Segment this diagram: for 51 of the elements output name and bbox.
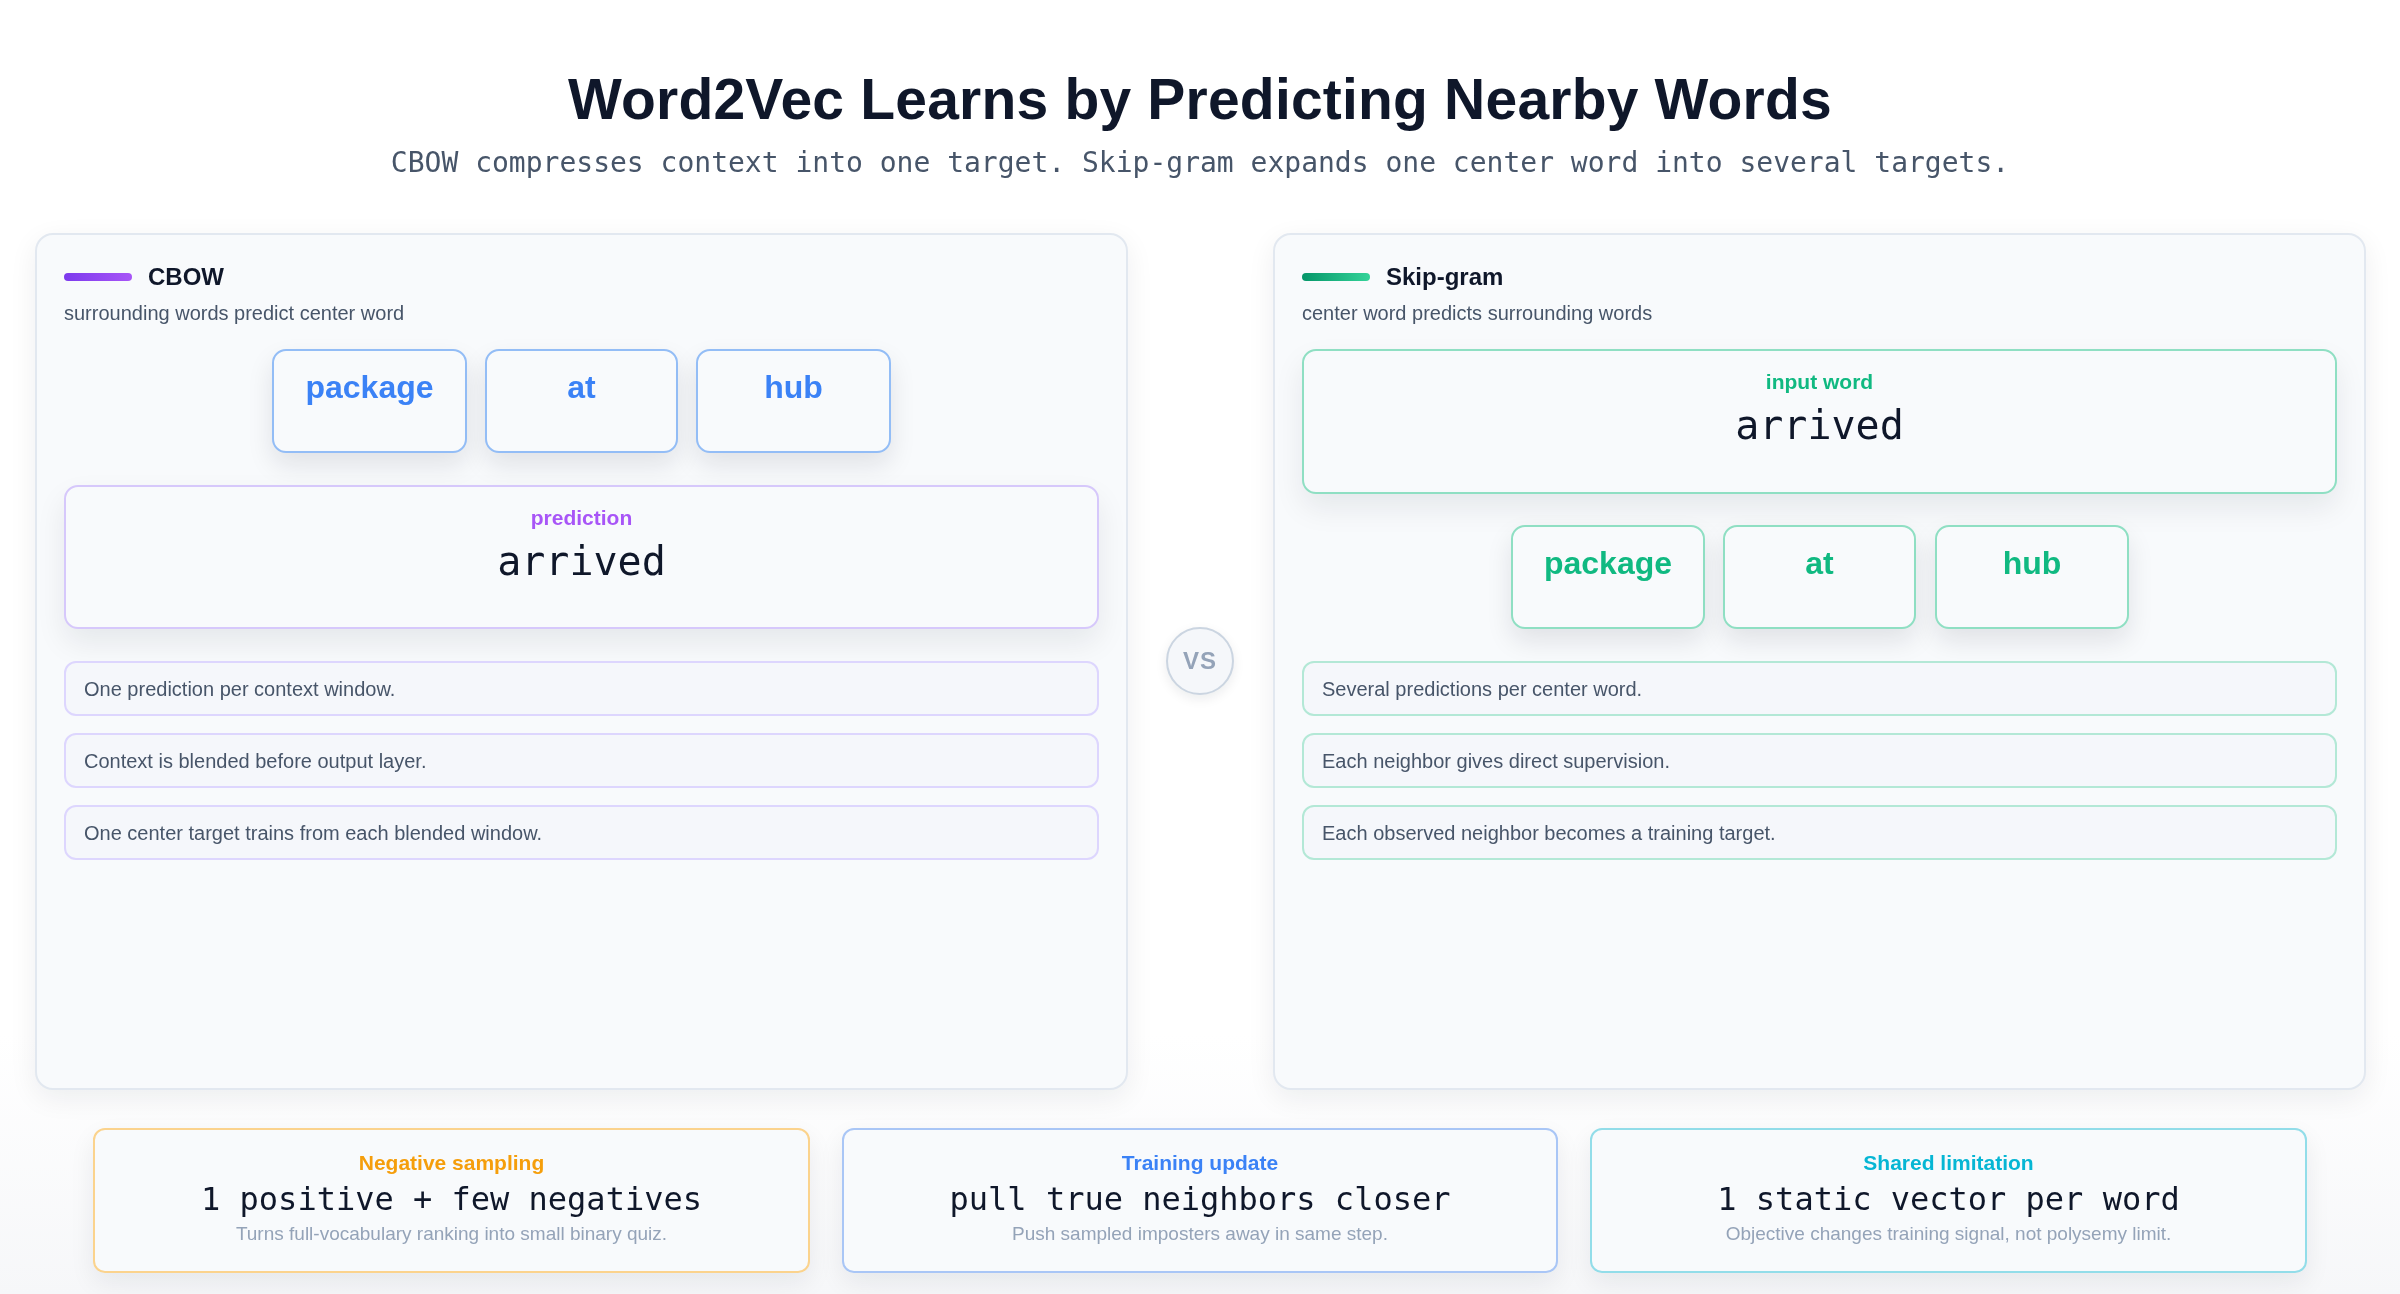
center-word-card [64, 485, 1099, 629]
panel-subtitle: surrounding words predict center word [64, 301, 405, 326]
card-heading: Shared limitation [1863, 1150, 2034, 1176]
summary-card [842, 1128, 1558, 1273]
note-text: Each observed neighbor becomes a training target. [1322, 820, 1776, 846]
note-text: Several predictions per center word. [1322, 676, 1643, 702]
context-word: package [305, 368, 434, 406]
note-row [1302, 733, 2337, 788]
context-word: hub [2002, 544, 2062, 582]
word-card [1723, 525, 1916, 629]
word-card [272, 349, 467, 453]
context-word: at [567, 368, 596, 406]
note-row [1302, 805, 2337, 860]
subtitle: CBOW compresses context into one target. Skip-gram expands one center word into several targets. [390, 145, 2010, 181]
note-row [64, 661, 1099, 716]
word-card [1511, 525, 1705, 629]
center-word: arrived [1735, 401, 1904, 449]
note-text: One center target trains from each blended window. [84, 820, 543, 846]
card-heading: Training update [1121, 1150, 1279, 1176]
panel-subtitle: center word predicts surrounding words [1302, 301, 1653, 326]
word-card [1935, 525, 2129, 629]
card-note: Objective changes training signal, not polysemy limit. [1725, 1222, 2172, 1246]
panel-title: Skip-gram [1386, 262, 1504, 292]
comparison-panel [35, 233, 1128, 1090]
card-note: Push sampled imposters away in same step. [1012, 1222, 1388, 1246]
note-row [64, 805, 1099, 860]
center-word: arrived [497, 537, 666, 585]
note-row [64, 733, 1099, 788]
word-card [485, 349, 678, 453]
card-value: 1 static vector per word [1717, 1180, 2180, 1218]
context-word: package [1543, 544, 1673, 582]
note-row [1302, 661, 2337, 716]
card-value: 1 positive + few negatives [201, 1180, 702, 1218]
summary-card [1590, 1128, 2307, 1273]
card-label: prediction [530, 505, 633, 531]
context-word: hub [764, 368, 823, 406]
title: Word2Vec Learns by Predicting Nearby Words [568, 66, 1832, 132]
card-heading: Negative sampling [358, 1150, 545, 1176]
context-word: at [1805, 544, 1834, 582]
card-value: pull true neighbors closer [949, 1180, 1451, 1218]
center-word-card [1302, 349, 2337, 494]
card-note: Turns full-vocabulary ranking into small binary quiz. [235, 1222, 668, 1246]
comparison-panel [1273, 233, 2366, 1090]
note-text: Each neighbor gives direct supervision. [1322, 748, 1670, 774]
note-text: One prediction per context window. [84, 676, 396, 702]
word-card [696, 349, 891, 453]
vs-label: VS [1183, 647, 1217, 675]
note-text: Context is blended before output layer. [84, 748, 427, 774]
card-label: input word [1765, 369, 1874, 395]
panel-title: CBOW [148, 262, 224, 292]
summary-card [93, 1128, 810, 1273]
